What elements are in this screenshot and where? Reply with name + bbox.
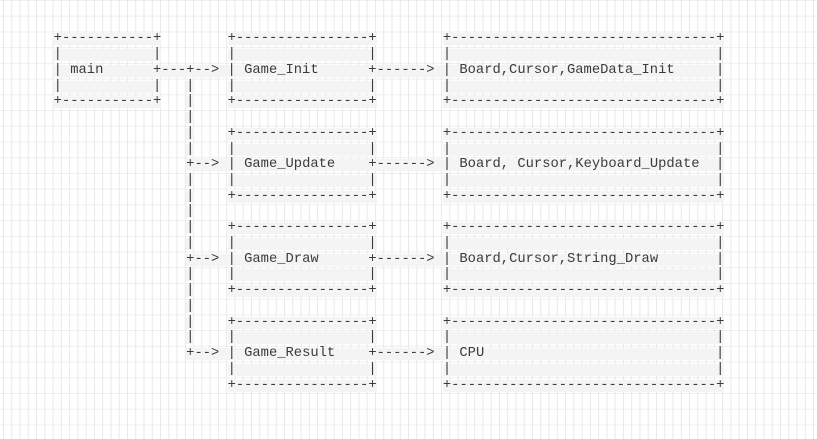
- diagram-segment: | |: [442, 141, 725, 157]
- diagram-segment: +--> | Game_Result +------> | CPU |: [186, 346, 725, 362]
- diagram-segment: +--------------------------------+: [442, 220, 725, 236]
- diagram-segment: |: [186, 267, 195, 283]
- diagram-segment: +--> | Game_Update +------> | Board, Cur…: [186, 157, 725, 173]
- diagram-segment: |: [186, 78, 195, 94]
- diagram-segment: +--------------------------------+: [442, 283, 725, 299]
- diagram-segment: | main +---+--> | Game_Init +------> | B…: [53, 62, 725, 78]
- diagram-segment: | |: [227, 173, 377, 189]
- diagram-segment: | |: [227, 141, 377, 157]
- diagram-segment: | |: [227, 267, 377, 283]
- diagram-segment: | |: [442, 47, 725, 63]
- diagram-segment: +--------------------------------+: [442, 314, 725, 330]
- diagram-segment: +----------------+: [227, 188, 377, 204]
- diagram-segment: +--------------------------------+: [442, 31, 725, 47]
- diagram-segment: +--> | Game_Draw +------> | Board,Cursor…: [186, 251, 725, 267]
- diagram-segment: +----------------+: [227, 220, 377, 236]
- diagram-segment: |: [186, 330, 195, 346]
- diagram-segment: +--------------------------------+: [442, 377, 725, 393]
- diagram-segment: +--------------------------------+: [442, 125, 725, 141]
- diagram-segment: | |: [442, 267, 725, 283]
- diagram-segment: | |: [53, 78, 162, 94]
- diagram-segment: +----------------+: [227, 283, 377, 299]
- diagram-segment: |: [186, 94, 195, 110]
- diagram-segment: |: [186, 188, 195, 204]
- diagram-segment: | |: [227, 361, 377, 377]
- diagram-segment: | |: [227, 235, 377, 251]
- diagram-segment: |: [186, 220, 195, 236]
- diagram-segment: | |: [442, 235, 725, 251]
- diagram-segment: |: [186, 298, 195, 314]
- diagram-segment: |: [186, 173, 195, 189]
- diagram-segment: | |: [227, 78, 377, 94]
- diagram-segment: |: [186, 235, 195, 251]
- diagram-segment: +-----------+: [53, 94, 162, 110]
- diagram-segment: +--------------------------------+: [442, 188, 725, 204]
- diagram-segment: |: [186, 110, 195, 126]
- diagram-segment: +----------------+: [227, 377, 377, 393]
- diagram-segment: | |: [227, 47, 377, 63]
- diagram-segment: | |: [442, 78, 725, 94]
- diagram-segment: | |: [442, 330, 725, 346]
- diagram-segment: +----------------+: [227, 94, 377, 110]
- diagram-segment: |: [186, 125, 195, 141]
- diagram-segment: |: [186, 141, 195, 157]
- diagram-segment: +--------------------------------+: [442, 94, 725, 110]
- diagram-segment: | |: [442, 361, 725, 377]
- diagram-segment: +----------------+: [227, 31, 377, 47]
- diagram-segment: |: [186, 283, 195, 299]
- diagram-segment: |: [186, 314, 195, 330]
- diagram-segment: +-----------+: [53, 31, 162, 47]
- diagram-segment: |: [186, 204, 195, 220]
- diagram-segment: | |: [442, 173, 725, 189]
- diagram-segment: +----------------+: [227, 125, 377, 141]
- diagram-segment: +----------------+: [227, 314, 377, 330]
- diagram-segment: | |: [227, 330, 377, 346]
- diagram-segment: | |: [53, 47, 162, 63]
